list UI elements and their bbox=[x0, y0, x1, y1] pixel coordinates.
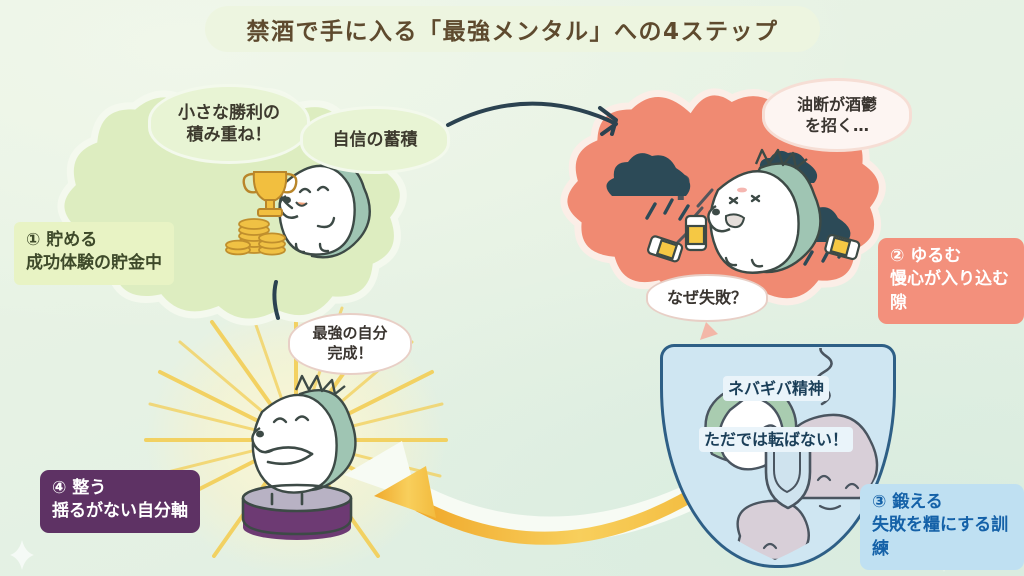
hedgehog-confident-icon bbox=[251, 374, 357, 506]
step2-bubble-2: なぜ失敗？ bbox=[646, 274, 768, 322]
beer-can-icon bbox=[647, 214, 861, 263]
step1-bubble-1: 小さな勝利の 積み重ね！ bbox=[148, 84, 310, 164]
step-label-2[interactable]: ② ゆるむ 慢心が入り込む隙 bbox=[878, 238, 1024, 325]
step-label-3[interactable]: ③ 鍛える 失敗を糧にする訓練 bbox=[860, 484, 1024, 571]
step3-shield-text: ネバギバ精神 ただでは転ばない！ bbox=[676, 352, 876, 453]
svg-text:?: ? bbox=[672, 169, 692, 209]
stressed-hedgehog-icon bbox=[707, 148, 822, 274]
step2-bubble-1: 油断が酒鬱 を招く… bbox=[762, 78, 912, 152]
arrow-step2-to-step3 bbox=[700, 322, 718, 340]
step-label-1[interactable]: ① 貯める 成功体験の貯金中 bbox=[14, 222, 174, 285]
step-label-4[interactable]: ④ 整う 揺るがない自分軸 bbox=[40, 470, 200, 533]
page-title: 禁酒で手に入る「最強メンタル」への4ステップ bbox=[246, 19, 779, 45]
rain-cloud-icon bbox=[606, 150, 851, 242]
arrow-step4-to-step1 bbox=[272, 280, 280, 320]
step4-bubble-1: 最強の自分 完成！ bbox=[288, 313, 412, 375]
pedestal-top bbox=[243, 486, 351, 510]
arrow-step1-to-step2 bbox=[446, 101, 618, 136]
trophy-icon bbox=[242, 171, 298, 217]
page-title-pill: 禁酒で手に入る「最強メンタル」への4ステップ bbox=[205, 6, 820, 52]
step3-bubble-1: ネバギバ精神 bbox=[722, 376, 829, 402]
coin-stack-icon bbox=[225, 218, 286, 256]
step3-bubble-2: ただでは転ばない！ bbox=[698, 426, 853, 452]
step1-bubble-2: 自信の蓄積 bbox=[300, 106, 450, 174]
